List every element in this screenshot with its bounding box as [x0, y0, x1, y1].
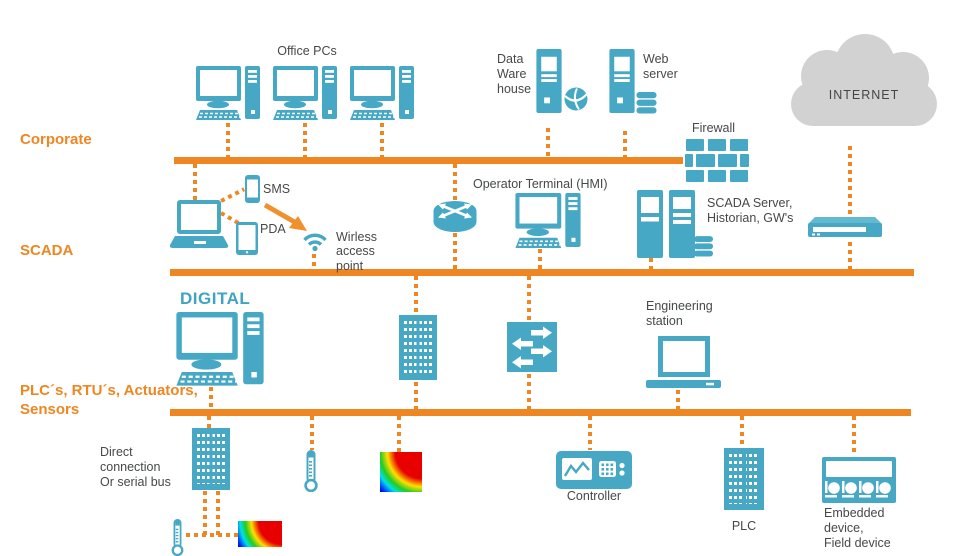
connector-engineering: [676, 390, 680, 409]
heatmap-icon: [380, 452, 422, 492]
connector-serial-1: [203, 491, 207, 537]
level-label-field: PLC´s, RTU´s, Actuators, Sensors: [20, 382, 198, 418]
connector-serial-bus: [186, 533, 238, 537]
thermometer-icon: [303, 450, 319, 492]
engineering-station-label: Engineering station: [646, 299, 713, 328]
plc-label: PLC: [731, 519, 757, 533]
connector-pc2: [303, 123, 307, 157]
connector-heatmap: [397, 416, 401, 452]
connector-rack-up: [414, 276, 418, 315]
desktop-pc-icon: [176, 312, 264, 387]
desktop-pc-icon: [515, 193, 581, 249]
scada-bus-line: [170, 269, 914, 276]
switch-icon: [507, 322, 557, 372]
connector-laptop: [193, 164, 197, 200]
thermometer-icon: [170, 519, 185, 556]
connector-plc: [740, 416, 744, 447]
connector-wifi: [312, 254, 316, 269]
database-icon: [694, 236, 713, 257]
plc-icon: [724, 448, 764, 510]
connector-switch-up: [527, 276, 531, 322]
building-rack-icon: [192, 428, 230, 490]
connector-router-down: [453, 233, 457, 269]
operator-terminal-label: Operator Terminal (HMI): [473, 177, 608, 191]
globe-icon: [564, 87, 588, 111]
connector-switch-down: [527, 374, 531, 409]
router-icon: [433, 200, 477, 233]
wireless-ap-label: Wirless access point: [336, 230, 377, 273]
connector-thermometer: [310, 416, 314, 450]
connector-scada-server: [649, 258, 653, 269]
desktop-pc-icon: [196, 66, 260, 121]
level-label-scada: SCADA: [20, 242, 74, 259]
connector-hmi: [538, 249, 542, 269]
cloud-icon: [783, 32, 945, 142]
modem-icon: [808, 217, 882, 239]
direct-connection-label: Direct connection Or serial bus: [100, 445, 171, 489]
connector-router-up: [453, 164, 457, 200]
connector-modem-down: [848, 242, 852, 269]
connector-pc1: [226, 123, 230, 157]
embedded-device-icon: [822, 457, 896, 503]
connector-serial-2: [216, 491, 220, 537]
desktop-pc-icon: [350, 66, 414, 121]
digital-title: DIGITAL: [180, 289, 251, 308]
connector-rack-down: [414, 382, 418, 409]
laptop-icon: [646, 336, 721, 389]
sms-label: SMS: [263, 182, 291, 196]
connector-embedded: [852, 416, 856, 456]
office-pcs-label: Office PCs: [277, 44, 337, 58]
scada-servers-icon: [637, 190, 695, 258]
scada-server-label: SCADA Server, Historian, GW's: [707, 196, 794, 225]
firewall-label: Firewall: [692, 121, 736, 135]
connector-web-server: [623, 131, 627, 157]
laptop-icon: [170, 200, 230, 248]
corporate-bus-line: [174, 157, 683, 164]
connector-data-warehouse: [546, 128, 550, 157]
connector-cloud-modem: [848, 146, 852, 218]
pda-label: PDA: [260, 222, 286, 236]
server-tower-icon: [609, 49, 635, 113]
controller-icon: [556, 451, 632, 489]
connector-rack2-up: [207, 416, 211, 429]
building-rack-icon: [399, 315, 437, 380]
embedded-device-label: Embedded device, Field device: [824, 506, 891, 550]
heatmap-icon: [238, 521, 282, 547]
connector-pc3: [380, 123, 384, 157]
web-server-label: Web server: [643, 52, 678, 81]
wifi-icon: [302, 229, 328, 252]
connector-controller: [588, 416, 592, 450]
field-bus-line: [170, 409, 911, 416]
database-icon: [636, 92, 657, 114]
desktop-pc-icon: [273, 66, 337, 121]
tablet-icon: [236, 222, 258, 255]
server-tower-icon: [536, 49, 562, 113]
internet-label: INTERNET: [828, 88, 900, 102]
arrow-icon: [262, 202, 308, 232]
smartphone-icon: [245, 175, 260, 203]
firewall-icon: [685, 139, 749, 182]
connector-digital-pc: [209, 387, 213, 409]
data-warehouse-label: Data Ware house: [497, 52, 532, 96]
controller-label: Controller: [566, 489, 622, 503]
level-label-corporate: Corporate: [20, 131, 92, 148]
